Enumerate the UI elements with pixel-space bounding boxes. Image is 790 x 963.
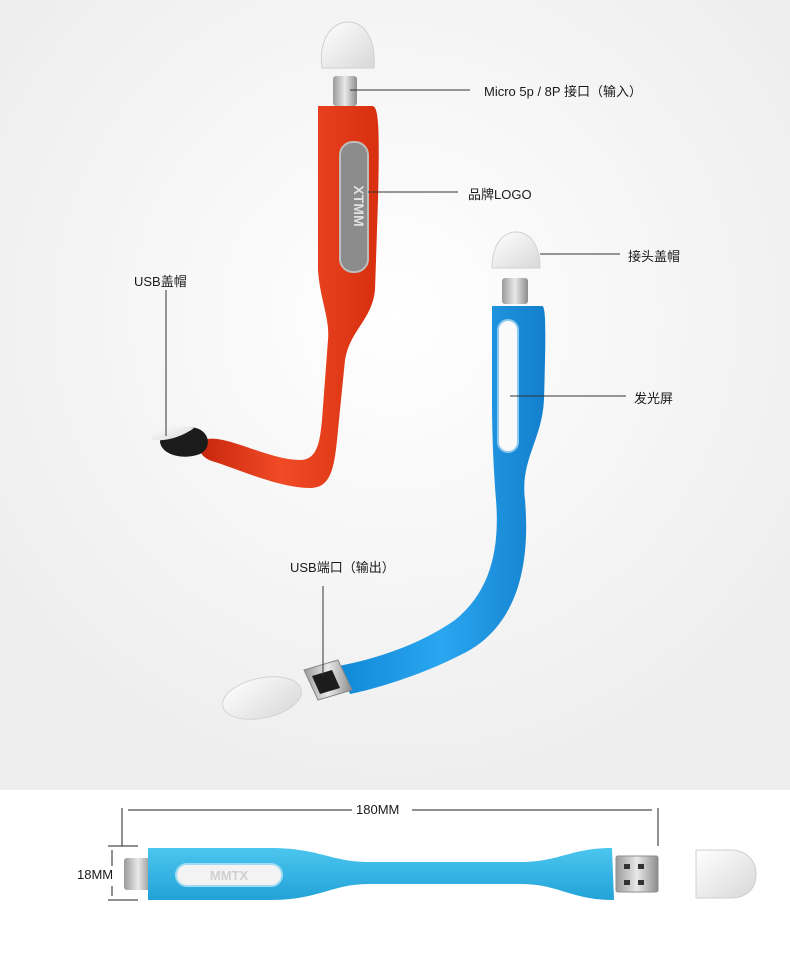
flat-lamp-usb-hole-2: [624, 880, 630, 885]
blue-lamp-usb-insert: [312, 670, 340, 694]
flat-lamp-usb-hole-3: [638, 864, 644, 869]
blue-lamp-micro-connector: [502, 278, 528, 304]
red-lamp-top-cap: [320, 21, 375, 69]
red-lamp-logo-text: XTMM: [351, 185, 367, 226]
red-lamp-body: [199, 106, 379, 488]
red-usb-lamp: XTMM: [151, 21, 379, 488]
red-lamp-logo-window: [339, 141, 369, 273]
flat-lamp-usb-cap: [695, 849, 757, 899]
flat-lamp-usb-hole-4: [638, 880, 644, 885]
flat-lamp-logo-window: [175, 863, 283, 887]
callout-lines: [165, 89, 626, 676]
callout-light-screen: 发光屏: [634, 391, 674, 406]
blue-usb-lamp: [222, 231, 546, 720]
callout-usb-port: USB端口（输出）: [290, 560, 395, 575]
flat-lamp-micro-connector: [124, 858, 152, 890]
blue-lamp-light-screen: [497, 319, 519, 453]
callout-micro-port: Micro 5p / 8P 接口（输入）: [484, 84, 642, 99]
callout-brand-logo: 品牌LOGO: [468, 187, 532, 202]
dimension-lines: [108, 808, 659, 901]
flat-lamp-logo-text: MMTX: [210, 868, 249, 883]
dimension-width: 18MM: [74, 867, 117, 882]
callout-usb-cap: USB盖帽: [134, 274, 187, 289]
blue-lamp-body: [338, 306, 546, 694]
red-lamp-usb-cap: [151, 425, 194, 441]
flat-usb-lamp: MMTX: [108, 808, 757, 901]
dimension-length: 180MM: [353, 802, 403, 817]
blue-lamp-top-cap: [491, 231, 541, 269]
flat-lamp-usb-hole-1: [624, 864, 630, 869]
flat-lamp-usb-plug: [615, 855, 659, 893]
blue-lamp-usb-cap: [222, 676, 302, 720]
red-lamp-micro-connector: [333, 76, 357, 106]
callout-connector-cap: 接头盖帽: [628, 249, 681, 264]
